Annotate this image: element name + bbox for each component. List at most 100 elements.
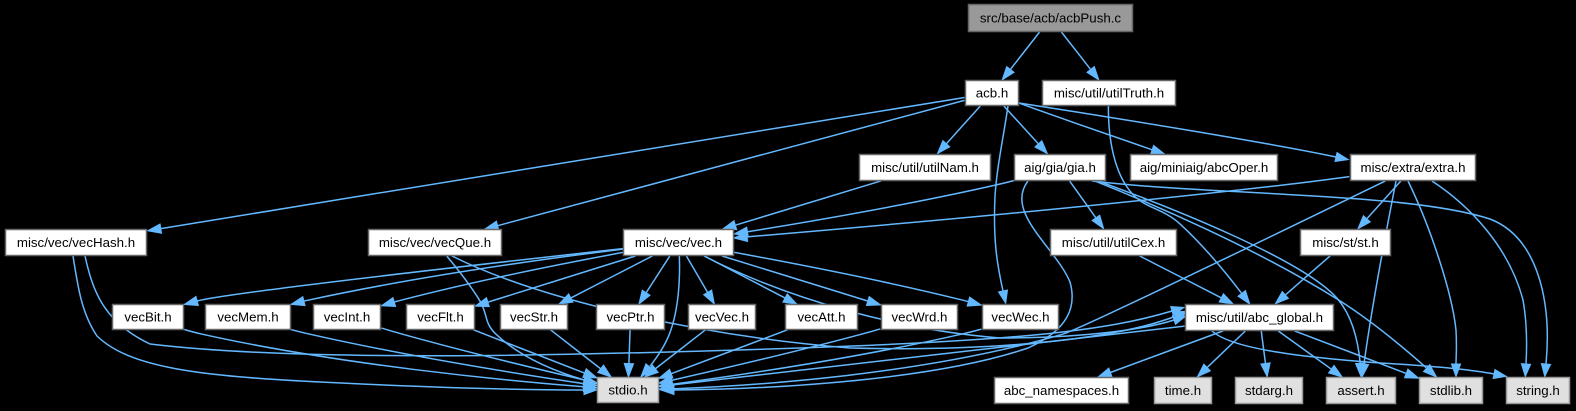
edge-utilCex-abc_global bbox=[1139, 255, 1222, 299]
node-label-acbPush: src/base/acb/acbPush.c bbox=[980, 11, 1122, 26]
node-box-stdio bbox=[596, 376, 660, 404]
node-extra[interactable]: misc/extra/extra.h bbox=[1349, 153, 1477, 182]
node-label-assert: assert.h bbox=[1337, 383, 1384, 398]
node-box-acbPush bbox=[967, 3, 1134, 33]
edge-vecMem-stdio bbox=[290, 328, 584, 385]
node-vecVec[interactable]: vecVec.h bbox=[687, 303, 757, 331]
arrowhead-abc_global-stdlib bbox=[1403, 368, 1421, 379]
node-box-vecWec[interactable] bbox=[981, 303, 1060, 331]
node-vecQue[interactable]: misc/vec/vecQue.h bbox=[367, 228, 503, 257]
node-box-assert bbox=[1325, 376, 1397, 405]
edge-abc_global-stdio bbox=[671, 325, 1185, 386]
node-time: time.h bbox=[1153, 376, 1213, 405]
node-vecPtr[interactable]: vecPtr.h bbox=[595, 303, 666, 331]
node-box-abc_global[interactable] bbox=[1184, 303, 1335, 332]
node-label-vecQue: misc/vec/vecQue.h bbox=[379, 235, 491, 250]
node-vecStr[interactable]: vecStr.h bbox=[499, 303, 569, 331]
nodes-layer: src/base/acb/acbPush.c acb.h misc/util/uti… bbox=[4, 3, 1571, 405]
edge-acbPush-utilTruth bbox=[1060, 31, 1091, 70]
node-box-acb[interactable] bbox=[964, 79, 1020, 107]
arrowhead-abc_global-abc_namespaces bbox=[1096, 367, 1113, 378]
edge-vec-vecWrd bbox=[721, 255, 868, 302]
arrowhead-gia-string bbox=[1540, 363, 1552, 378]
edge-gia-utilCex bbox=[1068, 180, 1097, 219]
node-box-vecQue[interactable] bbox=[367, 228, 503, 257]
node-abc_global[interactable]: misc/util/abc_global.h bbox=[1184, 303, 1335, 332]
node-assert: assert.h bbox=[1325, 376, 1397, 405]
arrowhead-vecFlt-stdio bbox=[582, 367, 599, 379]
node-box-gia[interactable] bbox=[1013, 153, 1107, 182]
node-utilTruth[interactable]: misc/util/utilTruth.h bbox=[1041, 79, 1177, 107]
node-box-vecInt[interactable] bbox=[312, 303, 382, 331]
node-box-vecFlt[interactable] bbox=[405, 303, 476, 331]
node-box-vecMem[interactable] bbox=[204, 303, 292, 331]
node-box-vecWrd[interactable] bbox=[880, 303, 959, 331]
node-string: string.h bbox=[1505, 376, 1571, 405]
node-vecWec[interactable]: vecWec.h bbox=[981, 303, 1060, 331]
node-utilCex[interactable]: misc/util/utilCex.h bbox=[1049, 228, 1178, 257]
node-gia[interactable]: aig/gia/gia.h bbox=[1013, 153, 1107, 182]
node-vecFlt[interactable]: vecFlt.h bbox=[405, 303, 476, 331]
arrowhead-vec-vecWrd bbox=[865, 295, 883, 307]
edge-vecVec-stdio bbox=[654, 329, 707, 370]
node-box-vecHash[interactable] bbox=[4, 228, 148, 257]
arrowhead-utilCex-abc_global bbox=[1218, 292, 1235, 305]
node-vecBit[interactable]: vecBit.h bbox=[111, 303, 185, 331]
node-utilNam[interactable]: misc/util/utilNam.h bbox=[858, 153, 992, 182]
node-label-acb: acb.h bbox=[976, 86, 1009, 101]
node-box-st[interactable] bbox=[1299, 228, 1392, 257]
arrowhead-vec-abc_global bbox=[1171, 315, 1188, 326]
edge-gia-vec bbox=[747, 179, 1014, 233]
edge-vec-vecFlt bbox=[488, 255, 636, 303]
edge-acb-utilNam bbox=[946, 105, 981, 144]
node-box-utilNam[interactable] bbox=[858, 153, 992, 182]
arrowhead-vec-vecInt bbox=[380, 296, 397, 308]
arrowhead-abc_global-string bbox=[1492, 368, 1508, 380]
node-box-utilTruth[interactable] bbox=[1041, 79, 1177, 107]
node-vec[interactable]: misc/vec/vec.h bbox=[622, 228, 735, 257]
arrowhead-abc_global-assert bbox=[1327, 364, 1344, 378]
node-box-vecStr[interactable] bbox=[499, 303, 569, 331]
node-box-vecAtt[interactable] bbox=[784, 303, 859, 331]
node-vecAtt[interactable]: vecAtt.h bbox=[784, 303, 859, 331]
node-st[interactable]: misc/st/st.h bbox=[1299, 228, 1392, 257]
node-abcOper[interactable]: aig/miniaig/abcOper.h bbox=[1129, 153, 1279, 182]
node-vecMem[interactable]: vecMem.h bbox=[204, 303, 292, 331]
node-box-vecBit[interactable] bbox=[111, 303, 185, 331]
arrowhead-vec-vecAtt bbox=[782, 293, 799, 305]
node-label-time: time.h bbox=[1165, 383, 1201, 398]
edge-acb-abcOper bbox=[1019, 102, 1153, 151]
node-label-utilNam: misc/util/utilNam.h bbox=[871, 160, 979, 175]
arrowhead-extra-string bbox=[1520, 363, 1532, 378]
node-vecInt[interactable]: vecInt.h bbox=[312, 303, 382, 331]
node-label-vecMem: vecMem.h bbox=[217, 310, 278, 325]
node-box-vecPtr[interactable] bbox=[595, 303, 666, 331]
node-box-extra[interactable] bbox=[1349, 153, 1477, 182]
edge-extra-st bbox=[1366, 180, 1402, 220]
edge-vecHash-abc_global bbox=[84, 255, 1173, 357]
edge-gia-stdio bbox=[673, 180, 1073, 391]
node-label-abc_global: misc/util/abc_global.h bbox=[1196, 310, 1323, 325]
node-box-vec[interactable] bbox=[622, 228, 735, 257]
node-abc_namespaces[interactable]: abc_namespaces.h bbox=[993, 376, 1130, 405]
edge-abc_global-abc_namespaces bbox=[1110, 330, 1224, 374]
arrowhead-acb-vecWec bbox=[997, 289, 1009, 305]
node-box-vecVec[interactable] bbox=[687, 303, 757, 331]
node-box-abc_namespaces[interactable] bbox=[993, 376, 1130, 405]
node-acb[interactable]: acb.h bbox=[964, 79, 1020, 107]
node-label-gia: aig/gia/gia.h bbox=[1024, 160, 1096, 175]
node-box-utilCex[interactable] bbox=[1049, 228, 1178, 257]
node-box-abcOper[interactable] bbox=[1129, 153, 1279, 182]
edge-vec-vecWec bbox=[734, 251, 969, 303]
arrowhead-extra-stdlib bbox=[1450, 363, 1462, 378]
arrowhead-gia-utilCex bbox=[1091, 214, 1105, 230]
node-label-vecAtt: vecAtt.h bbox=[797, 310, 845, 325]
node-box-string bbox=[1505, 376, 1571, 405]
node-vecHash[interactable]: misc/vec/vecHash.h bbox=[4, 228, 148, 257]
arrowhead-acbPush-utilTruth bbox=[1086, 65, 1100, 82]
node-stdlib: stdlib.h bbox=[1418, 376, 1484, 405]
node-label-string: string.h bbox=[1516, 383, 1560, 398]
node-label-stdarg: stdarg.h bbox=[1245, 383, 1293, 398]
node-vecWrd[interactable]: vecWrd.h bbox=[880, 303, 959, 331]
edge-abc_global-string bbox=[1211, 330, 1495, 375]
